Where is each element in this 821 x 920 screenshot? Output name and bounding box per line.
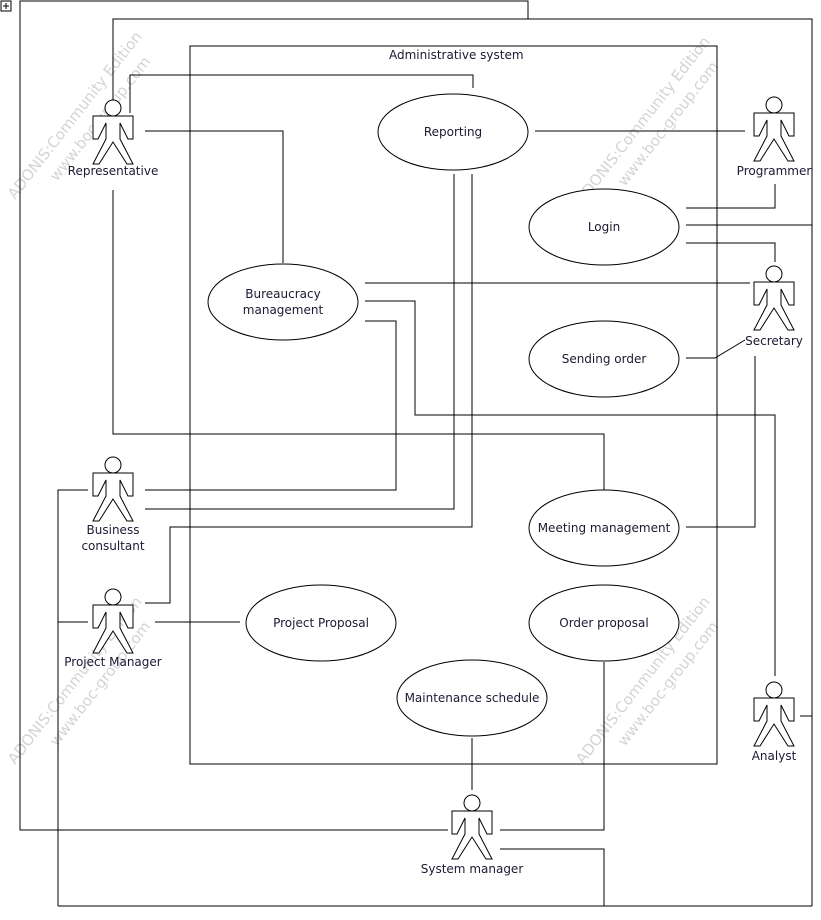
actor-label: Secretary [745, 334, 803, 348]
use-case-label: Project Proposal [273, 616, 369, 630]
use-case-order-proposal[interactable]: Order proposal [528, 584, 680, 662]
actor-head-icon [463, 794, 481, 812]
connectors [19, 0, 813, 907]
use-case-sending-order[interactable]: Sending order [528, 320, 680, 398]
system-boundary-label: Administrative system [389, 48, 524, 62]
watermark-text: ADONIS:Community Edition [572, 33, 714, 207]
use-case-label-line1: Bureaucracy [245, 287, 320, 301]
actor-body-icon [753, 281, 795, 331]
actor-programmer[interactable]: Programmer [737, 96, 812, 178]
actor-label: Analyst [752, 749, 797, 763]
use-case-label: Order proposal [559, 616, 648, 630]
actor-business-consultant[interactable]: Business consultant [81, 456, 145, 553]
actor-label: consultant [81, 539, 144, 553]
use-case-label: Login [588, 220, 620, 234]
actor-head-icon [104, 588, 122, 606]
use-case-label: Sending order [562, 352, 647, 366]
use-case-label-line2: management [243, 303, 324, 317]
system-boundary [189, 45, 718, 765]
actor-head-icon [765, 681, 783, 699]
actors-layer: Representative ProgrammerSecretaryBusines… [64, 96, 812, 876]
use-case-label: Meeting management [538, 521, 671, 535]
actor-body-icon [92, 604, 134, 654]
actor-head-icon [104, 99, 122, 117]
use-case-bureaucracy-management[interactable]: Bureaucracy management [207, 263, 359, 341]
actor-body-icon [753, 697, 795, 747]
actor-label: Programmer [737, 164, 812, 178]
actor-head-icon [765, 265, 783, 283]
actor-system-manager[interactable]: System manager [421, 794, 524, 876]
actor-label: Project Manager [64, 655, 162, 669]
use-case-maintenance-schedule[interactable]: Maintenance schedule [396, 659, 548, 737]
actor-label: Representative [68, 164, 159, 178]
use-case-project-proposal[interactable]: Project Proposal [245, 584, 397, 662]
use-case-meeting-management[interactable]: Meeting management [528, 489, 680, 567]
actor-body-icon [92, 115, 134, 165]
actor-head-icon [104, 456, 122, 474]
actor-label: Business [87, 523, 140, 537]
use-case-login[interactable]: Login [528, 188, 680, 266]
actor-head-icon [765, 96, 783, 114]
actor-project-manager[interactable]: Project Manager [64, 588, 162, 669]
use-case-reporting[interactable]: Reporting [377, 93, 529, 171]
actor-body-icon [92, 472, 134, 522]
expand-toggle-icon[interactable] [0, 0, 12, 12]
actor-analyst[interactable]: Analyst [752, 681, 797, 763]
use-case-label: Reporting [424, 125, 482, 139]
actor-representative[interactable]: Representative [68, 99, 159, 178]
use-case-label: Maintenance schedule [405, 691, 540, 705]
actor-label: System manager [421, 862, 524, 876]
actor-secretary[interactable]: Secretary [745, 265, 803, 348]
actor-body-icon [753, 112, 795, 162]
actor-body-icon [451, 810, 493, 860]
